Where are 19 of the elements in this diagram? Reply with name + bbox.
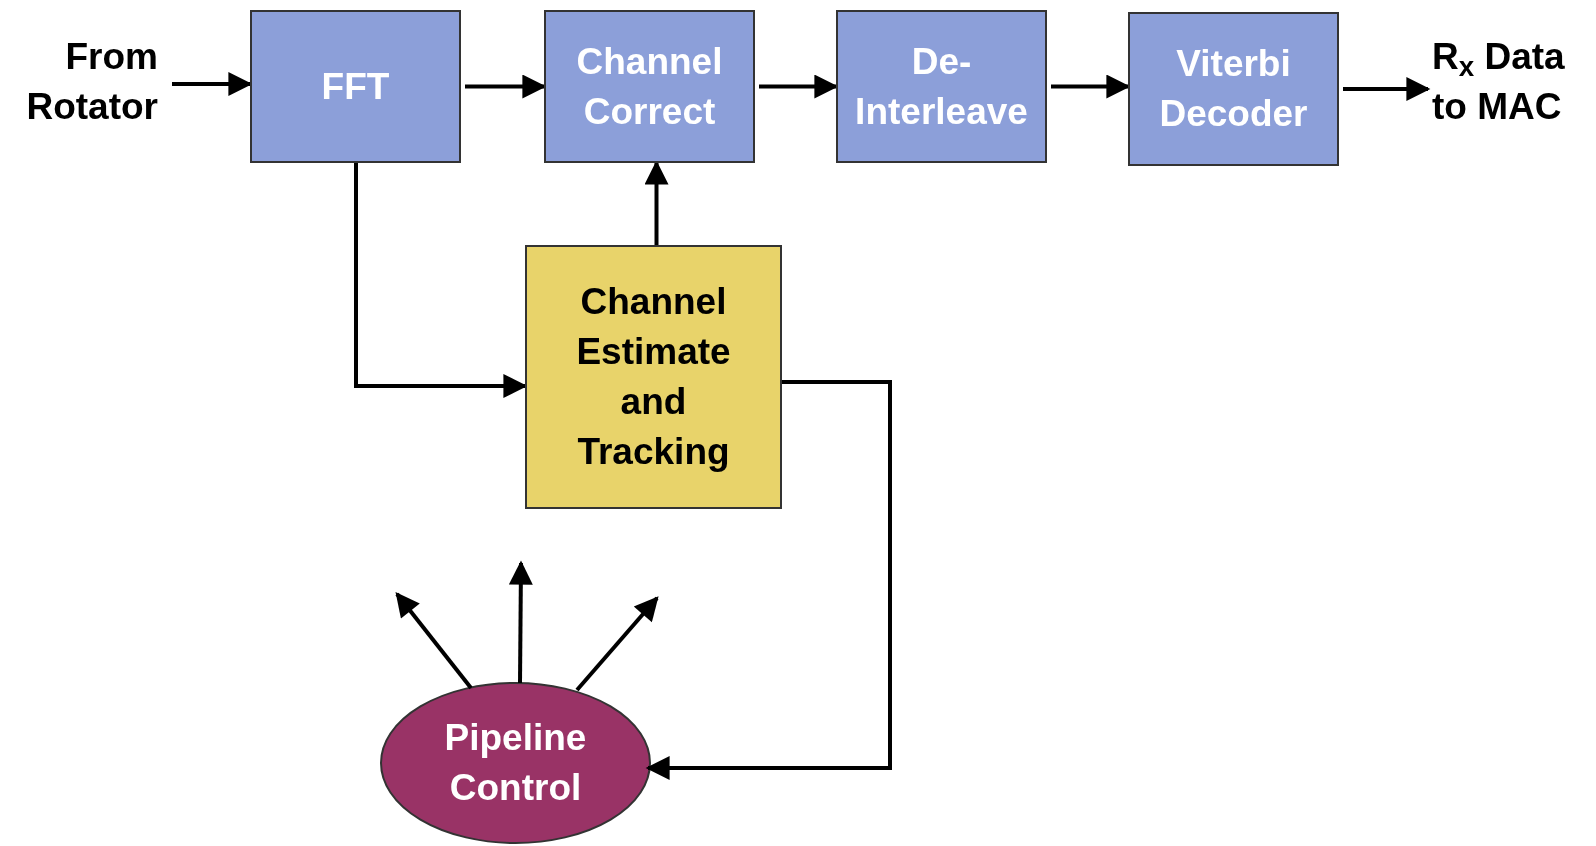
control-ellipse <box>380 682 651 844</box>
node-text: FFT <box>320 64 391 109</box>
process-box <box>836 10 1047 163</box>
node-text: R$_{x}$ Data to MAC <box>1431 35 1566 129</box>
node-label: Pipeline Control <box>443 716 588 810</box>
node-text: Channel Correct <box>575 39 724 134</box>
arrow <box>395 592 473 690</box>
node-text: Channel Estimate and Tracking <box>575 280 732 474</box>
node-text: From Rotator <box>25 35 159 129</box>
arrow <box>508 560 533 683</box>
process-box <box>544 10 755 163</box>
arrow <box>645 380 892 780</box>
process-box <box>250 10 461 163</box>
node-text: Viterbi Decoder <box>1158 42 1309 136</box>
arrow <box>1343 77 1431 101</box>
process-box <box>525 245 782 509</box>
node-text: De-Interleave <box>854 39 1029 134</box>
process-box <box>1128 12 1339 166</box>
arrow <box>575 596 659 692</box>
